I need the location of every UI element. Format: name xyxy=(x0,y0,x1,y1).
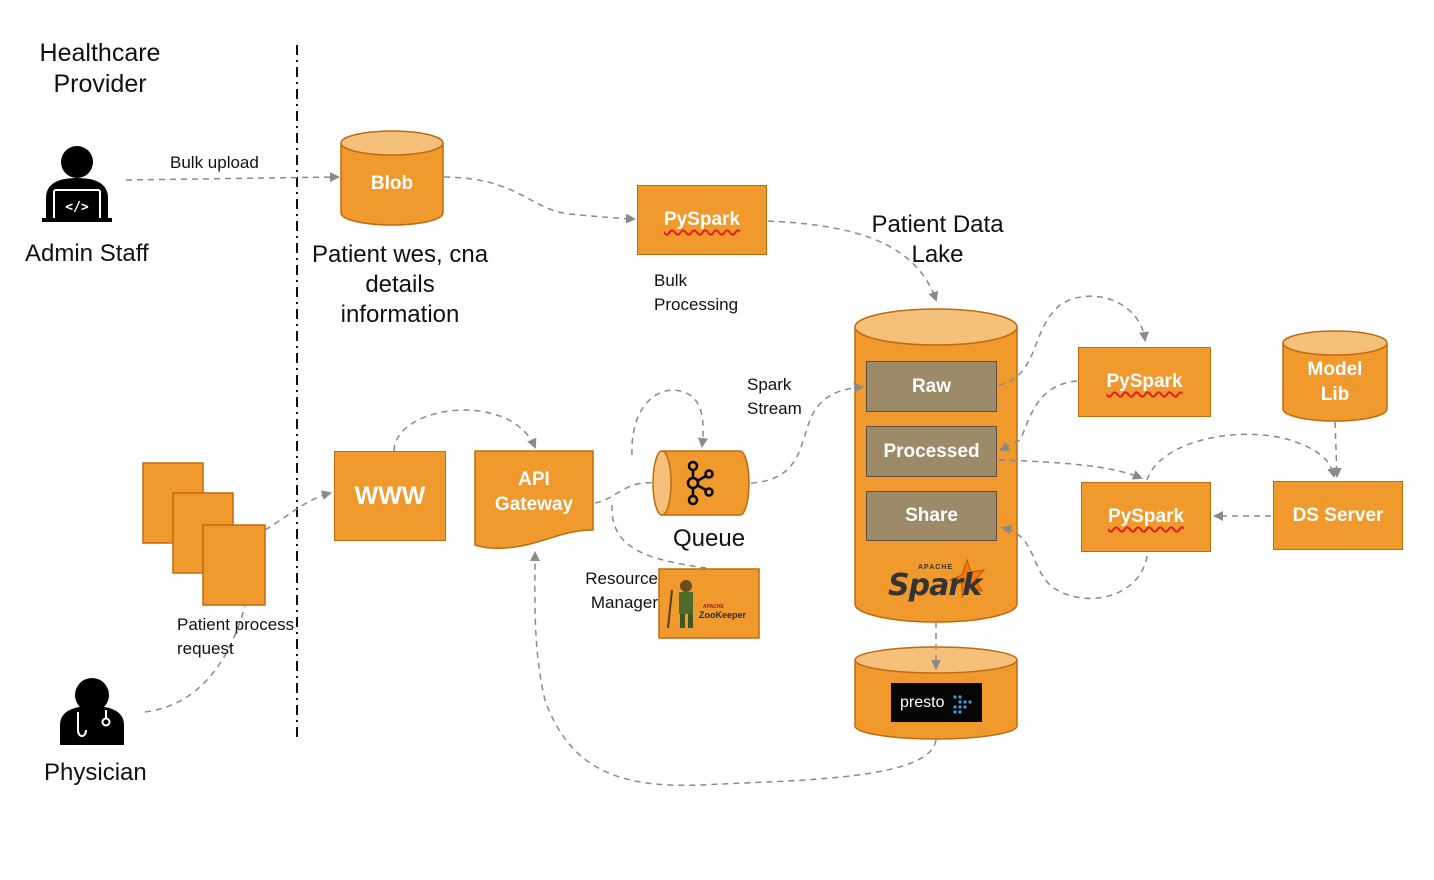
svg-text:</>: </> xyxy=(65,200,89,215)
edge-docs-www xyxy=(264,490,332,531)
blob-label: Blob xyxy=(370,173,414,194)
edge-pyspark-mid-dsserver xyxy=(1146,433,1337,481)
edge-blob-pyspark xyxy=(443,176,636,224)
share-layer: Share xyxy=(866,491,997,541)
edge-pyspark-mid-share xyxy=(1001,524,1148,600)
processed-layer: Processed xyxy=(866,426,997,477)
edge-admin-blob xyxy=(125,172,340,183)
spark-stream-label: Spark Stream xyxy=(747,375,802,418)
zookeeper-logo-icon xyxy=(658,568,760,639)
pyspark-bulk-box: PySpark xyxy=(637,185,767,255)
data-lake-title: Patient Data Lake xyxy=(871,211,1004,268)
edge-modellib-dsserver xyxy=(1331,421,1342,478)
resource-manager-label: Resource Manager xyxy=(585,569,658,612)
bulk-processing-label: Bulk Processing xyxy=(654,271,739,314)
www-box: WWW xyxy=(334,451,446,541)
edge-raw-pyspark-top xyxy=(998,295,1149,386)
edge-pyspark-top-processed xyxy=(999,380,1078,451)
edge-processed-pyspark-mid xyxy=(998,459,1143,480)
patient-request-label: Patient process request xyxy=(177,615,295,658)
admin-staff-label: Admin Staff xyxy=(25,240,149,267)
blob-caption: Patient wes, cna details information xyxy=(311,241,489,328)
pyspark-mid-box: PySpark xyxy=(1081,482,1211,552)
bulk-upload-label: Bulk upload xyxy=(170,153,259,172)
model-lib-cylinder xyxy=(1282,330,1388,422)
edge-www-api xyxy=(393,409,537,452)
queue-cylinder xyxy=(652,450,750,516)
edge-physician-docs xyxy=(144,605,246,713)
spark-logo-text: APACHE Spark xyxy=(888,564,982,603)
presto-logo-icon xyxy=(891,683,982,722)
admin-person-laptop-icon: </> xyxy=(42,146,112,222)
blob-cylinder xyxy=(340,130,444,226)
presto-logo-text: presto xyxy=(900,694,945,711)
zookeeper-name-text: ZooKeeper xyxy=(699,610,747,620)
api-gateway-shape xyxy=(474,450,594,549)
kafka-icon xyxy=(686,460,714,506)
pyspark-top-box: PySpark xyxy=(1078,347,1211,417)
spark-logo-icon xyxy=(948,558,986,599)
zone-title-healthcare-provider: Healthcare Provider xyxy=(39,39,161,99)
edge-api-zookeeper xyxy=(611,504,707,569)
edge-presto-api xyxy=(529,551,937,787)
physician-icon xyxy=(60,678,124,745)
ds-server-box: DS Server xyxy=(1273,481,1403,550)
zookeeper-sub-text: APACHE xyxy=(703,604,724,610)
patient-request-docs xyxy=(142,462,266,606)
edge-api-queue xyxy=(594,482,656,504)
raw-layer: Raw xyxy=(866,361,997,412)
api-gateway-label: API Gateway xyxy=(494,469,574,515)
physician-label: Physician xyxy=(44,759,147,786)
edge-api-queue-loop xyxy=(631,389,708,456)
queue-label: Queue xyxy=(673,525,746,552)
model-lib-label: Model Lib xyxy=(1307,359,1363,405)
